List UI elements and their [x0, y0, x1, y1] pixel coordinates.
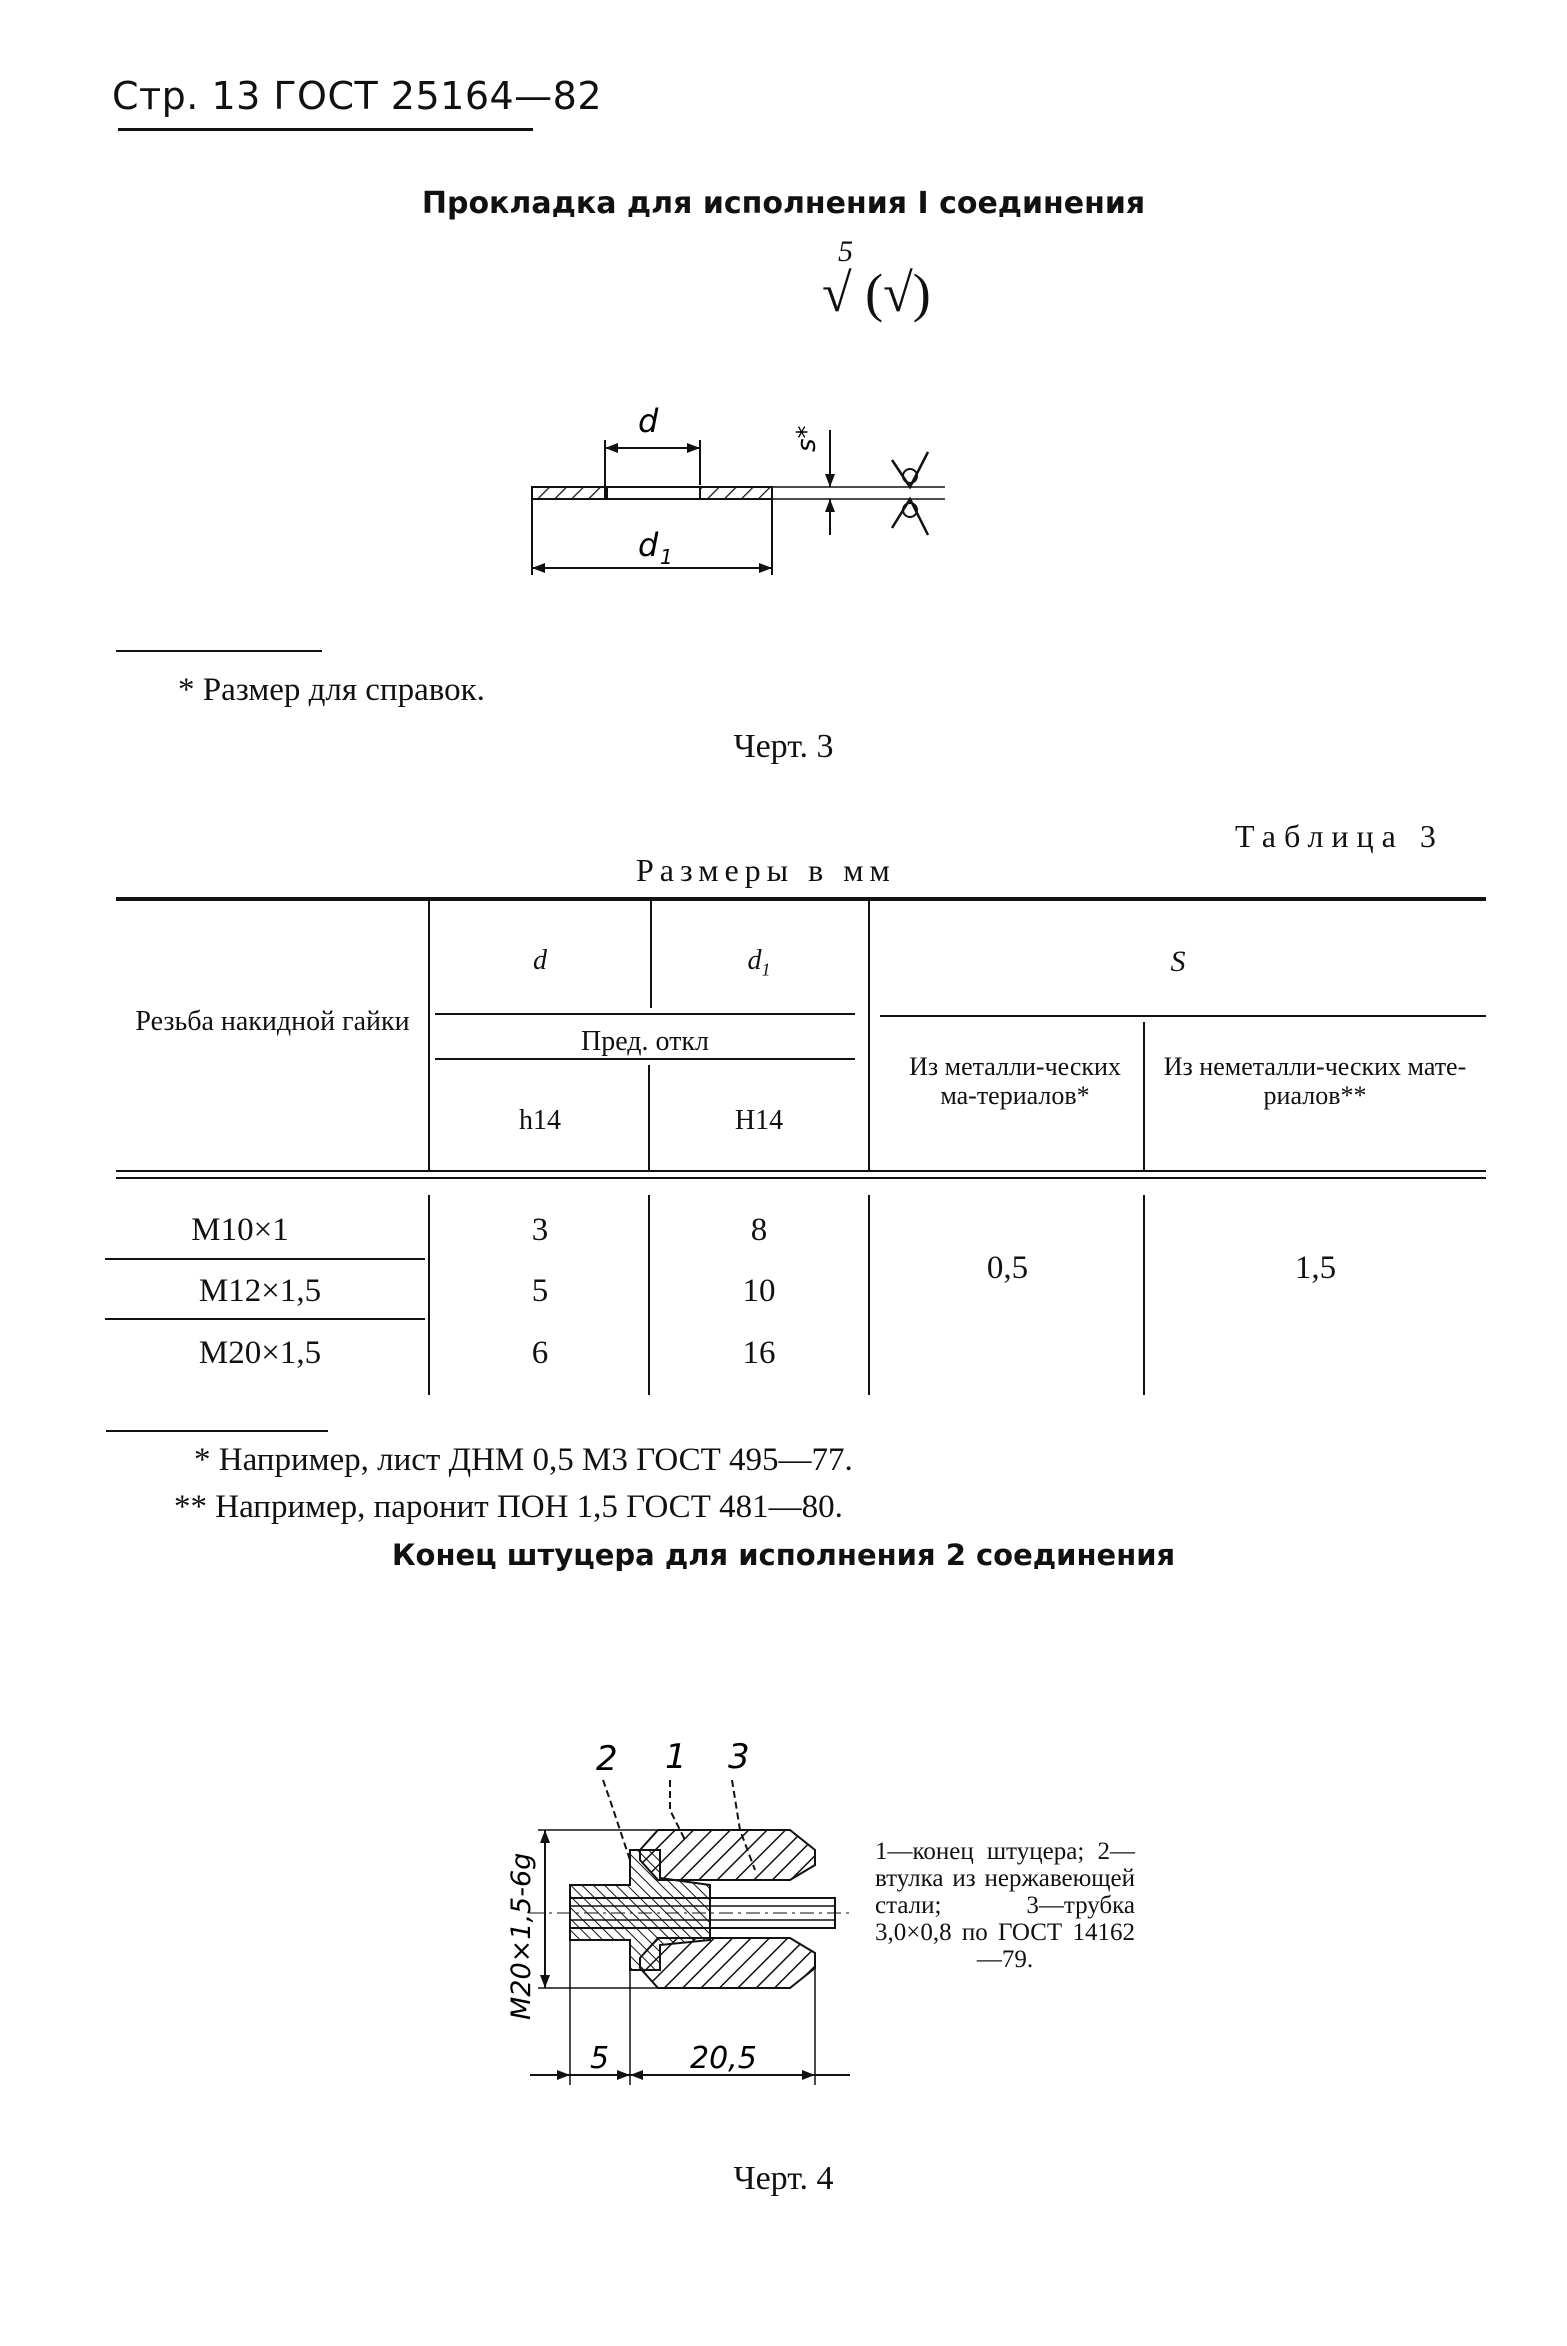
- roughness-value: 5: [838, 235, 853, 268]
- row3-d: 6: [531, 1335, 549, 1371]
- table-top-rule: [116, 897, 1486, 901]
- section2-title: Конец штуцера для исполнения 2 соединени…: [391, 1538, 1176, 1572]
- dim-right: 20,5: [690, 2041, 757, 2076]
- thread-label: M20×1,5-6g: [506, 1853, 537, 2020]
- row2-d: 5: [531, 1273, 549, 1309]
- dim-left: 5: [590, 2041, 609, 2076]
- roughness-symbol: √ (√): [822, 263, 931, 323]
- body-sep-3: [868, 1195, 870, 1395]
- col-sep-3: [868, 901, 870, 1171]
- row1-thread: M10×1: [191, 1212, 289, 1248]
- body-sep-4: [1143, 1195, 1145, 1395]
- figure3-caption: Черт. 3: [733, 728, 834, 765]
- row2-d1: 10: [742, 1273, 776, 1309]
- header-d1-letter: d: [747, 945, 762, 976]
- col-sep-2b: [648, 1065, 650, 1171]
- header-d1-tol: H14: [734, 1105, 784, 1136]
- header-d-tol: h14: [519, 1105, 561, 1136]
- gasket-drawing: d s* d 1: [531, 402, 945, 575]
- row1-d1: 8: [750, 1212, 768, 1248]
- label-s: s*: [792, 425, 822, 452]
- row-divider: [105, 1258, 425, 1260]
- table-label: Таблица 3: [1235, 818, 1444, 854]
- label-d1: d: [638, 526, 659, 564]
- row-divider-2: [105, 1318, 425, 1320]
- callout-1: 1: [665, 1740, 687, 1777]
- label-d: d: [638, 402, 659, 440]
- s-nonmetal-value: 1,5: [1294, 1250, 1337, 1286]
- tolerance-rule-top: [435, 1013, 855, 1015]
- header-s-nonmetal: Из неметалли-ческих мате-риалов**: [1163, 1052, 1467, 1110]
- header-s: S: [1170, 945, 1186, 978]
- col-sep-2a: [650, 901, 652, 1008]
- header-rule: [118, 128, 533, 131]
- table-footnote-rule: [106, 1430, 328, 1432]
- body-sep-1: [428, 1195, 430, 1395]
- header-thread: Резьба накидной гайки: [135, 1006, 410, 1037]
- page-header: Стр. 13 ГОСТ 25164—82: [112, 74, 603, 118]
- tolerance-rule-bottom: [435, 1058, 855, 1060]
- header-d1: d1: [650, 945, 868, 981]
- header-rule-2: [116, 1177, 1486, 1179]
- table-units: Размеры в мм: [636, 852, 896, 888]
- header-tolerance: Пред. откл: [581, 1026, 709, 1057]
- header-rule-1: [116, 1170, 1486, 1172]
- figure4-caption: Черт. 4: [733, 2160, 834, 2197]
- table-footnote-2: ** Например, паронит ПОН 1,5 ГОСТ 481—80…: [174, 1489, 843, 1525]
- section1-title: Прокладка для исполнения I соединения: [421, 186, 1146, 221]
- header-d: d: [533, 945, 547, 976]
- table-footnote-1: * Например, лист ДНМ 0,5 М3 ГОСТ 495—77.: [194, 1442, 853, 1478]
- s-group-rule: [880, 1015, 1486, 1017]
- body-sep-2: [648, 1195, 650, 1395]
- callout-2: 2: [596, 1740, 618, 1779]
- header-s-metal: Из металли-ческих ма-териалов*: [909, 1052, 1121, 1110]
- footnote-rule: [116, 650, 322, 652]
- fitting-drawing: 2 1 3 M20×1,5-6g 5 20,5: [506, 1740, 850, 2085]
- row2-thread: M12×1,5: [198, 1273, 322, 1309]
- gasket-footnote: * Размер для справок.: [178, 672, 485, 708]
- row1-d: 3: [531, 1212, 549, 1248]
- label-d1-sub: 1: [660, 545, 673, 569]
- header-d1-sub: 1: [761, 959, 771, 980]
- col-sep-4: [1143, 1022, 1145, 1171]
- figure4-legend: 1—конец штуцера; 2—втулка из нержавеющей…: [875, 1838, 1135, 1973]
- col-sep-1: [428, 901, 430, 1171]
- callout-3: 3: [728, 1740, 750, 1777]
- row3-d1: 16: [742, 1335, 776, 1371]
- s-metal-value: 0,5: [986, 1250, 1029, 1286]
- row3-thread: M20×1,5: [198, 1335, 322, 1371]
